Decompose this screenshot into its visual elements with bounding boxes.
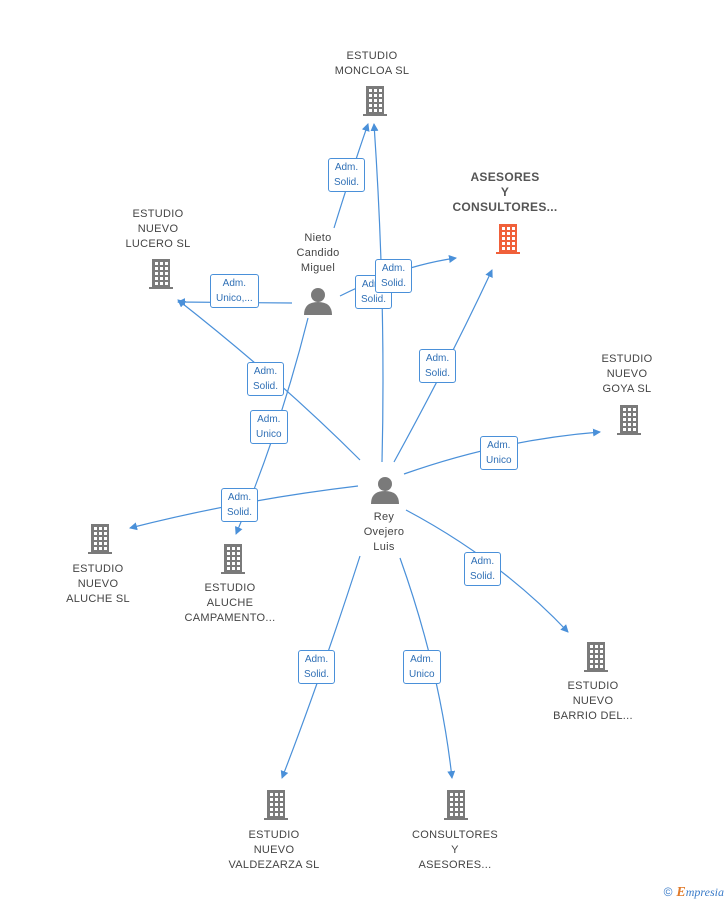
edge-label-nieto-lucero[interactable]: Adm. Unico,...: [210, 274, 259, 308]
edge-label-line: Adm.: [227, 492, 252, 503]
edge-label-line: Adm.: [487, 440, 511, 451]
label-line: NUEVO: [137, 223, 179, 235]
label-line: ASESORES: [470, 170, 540, 184]
label-line: MONCLOA SL: [334, 65, 410, 77]
label-line: Ovejero: [363, 526, 405, 538]
label-line: GOYA SL: [602, 383, 652, 395]
label-line: Miguel: [300, 262, 336, 274]
edge-label-line: Solid.: [361, 294, 387, 305]
node-label-lucero[interactable]: ESTUDIO NUEVO LUCERO SL: [108, 207, 208, 252]
edge-label-line: Adm.: [304, 654, 329, 665]
label-line: ESTUDIO: [132, 208, 184, 220]
edge-label-line: Adm.: [410, 654, 434, 665]
label-line: NUEVO: [572, 695, 614, 707]
edge-label-rey-aluche[interactable]: Adm. Solid.: [221, 488, 259, 522]
brand-name: mpresia: [685, 885, 724, 899]
label-line: Y: [451, 844, 459, 856]
edge-label-line: Unico: [409, 669, 435, 680]
label-line: ESTUDIO: [346, 50, 398, 62]
edge-label-nieto-campamento[interactable]: Adm. Unico: [250, 410, 288, 444]
building-icon-consultores[interactable]: [444, 790, 468, 820]
node-label-moncloa[interactable]: ESTUDIO MONCLOA SL: [322, 49, 422, 79]
edge-label-rey-asesores[interactable]: Adm. Solid.: [419, 349, 457, 383]
person-icon-rey[interactable]: [371, 477, 399, 504]
node-label-campamento[interactable]: ESTUDIO ALUCHE CAMPAMENTO...: [170, 581, 290, 626]
edge-label-rey-valdezarza[interactable]: Adm. Solid.: [298, 650, 336, 684]
label-line: CONSULTORES...: [452, 200, 558, 214]
node-label-asesores[interactable]: ASESORES Y CONSULTORES...: [440, 170, 570, 215]
label-line: ALUCHE: [206, 597, 254, 609]
edge-label-line: Adm.: [470, 556, 495, 567]
node-label-nieto[interactable]: Nieto Candido Miguel: [268, 231, 368, 276]
label-line: NUEVO: [606, 368, 648, 380]
node-label-rey[interactable]: Rey Ovejero Luis: [334, 510, 434, 555]
building-icon-campamento[interactable]: [221, 544, 245, 574]
label-line: CONSULTORES: [411, 829, 499, 841]
label-line: Luis: [373, 541, 395, 553]
label-line: LUCERO SL: [125, 238, 191, 250]
node-label-barrio[interactable]: ESTUDIO NUEVO BARRIO DEL...: [538, 679, 648, 724]
edge-label-line: Adm.: [381, 263, 406, 274]
edge-label-line: Solid.: [227, 507, 253, 518]
edge-label-line: Unico: [486, 455, 512, 466]
edge-label-line: Adm.: [257, 414, 281, 425]
brand-watermark: ©Empresia: [664, 885, 724, 901]
label-line: Rey: [373, 511, 395, 523]
edge-label-line: Adm.: [425, 353, 450, 364]
edge-label-line: Adm.: [334, 162, 359, 173]
edge-label-line: Solid.: [334, 177, 360, 188]
edge-label-line: Solid.: [304, 669, 330, 680]
edge-label-rey-consultores[interactable]: Adm. Unico: [403, 650, 441, 684]
edge-label-line: Solid.: [425, 368, 451, 379]
edge-label-line: Solid.: [470, 571, 496, 582]
label-line: CAMPAMENTO...: [184, 612, 276, 624]
building-icon-asesores[interactable]: [496, 224, 520, 254]
label-line: ESTUDIO: [72, 563, 124, 575]
edge-label-line: Unico: [256, 429, 282, 440]
copyright-icon: ©: [663, 885, 673, 899]
label-line: ESTUDIO: [601, 353, 653, 365]
building-icon-barrio[interactable]: [584, 642, 608, 672]
edge-label-line: Solid.: [381, 278, 407, 289]
label-line: VALDEZARZA SL: [228, 859, 320, 871]
brand-logo-letter: E: [676, 885, 686, 900]
edge-label-line: Adm.: [253, 366, 278, 377]
label-line: ESTUDIO: [204, 582, 256, 594]
edge-label-line: Adm.: [222, 278, 247, 289]
building-icon-moncloa[interactable]: [363, 86, 387, 116]
label-line: BARRIO DEL...: [553, 710, 633, 722]
label-line: Candido: [296, 247, 340, 259]
node-label-consultores[interactable]: CONSULTORES Y ASESORES...: [400, 828, 510, 873]
person-icon-nieto[interactable]: [304, 288, 332, 315]
node-label-aluche[interactable]: ESTUDIO NUEVO ALUCHE SL: [48, 562, 148, 607]
edge-label-rey-goya[interactable]: Adm. Unico: [480, 436, 518, 470]
edge-label-line: Adm.: [361, 279, 386, 290]
label-line: Y: [500, 185, 510, 199]
label-line: ESTUDIO: [248, 829, 300, 841]
building-icon-lucero[interactable]: [149, 259, 173, 289]
edge-label-nieto-moncloa[interactable]: Adm. Solid.: [328, 158, 366, 192]
building-icon-aluche[interactable]: [88, 524, 112, 554]
label-line: ALUCHE SL: [66, 593, 130, 605]
label-line: ESTUDIO: [567, 680, 619, 692]
building-icon-valdezarza[interactable]: [264, 790, 288, 820]
edge-label-rey-barrio[interactable]: Adm. Solid.: [464, 552, 502, 586]
label-line: NUEVO: [253, 844, 295, 856]
edge-label-line: Solid.: [253, 381, 279, 392]
edge-label-rey-lucero[interactable]: Adm. Solid.: [247, 362, 285, 396]
edge-label-line: Unico,...: [216, 293, 253, 304]
building-icon-goya[interactable]: [617, 405, 641, 435]
label-line: ASESORES...: [418, 859, 492, 871]
label-line: NUEVO: [77, 578, 119, 590]
node-label-valdezarza[interactable]: ESTUDIO NUEVO VALDEZARZA SL: [214, 828, 334, 873]
node-label-goya[interactable]: ESTUDIO NUEVO GOYA SL: [577, 352, 677, 397]
icons-layer: [88, 86, 641, 820]
label-line: Nieto: [304, 232, 332, 244]
edge-label-nieto-asesores[interactable]: Adm. Solid.: [375, 259, 413, 293]
